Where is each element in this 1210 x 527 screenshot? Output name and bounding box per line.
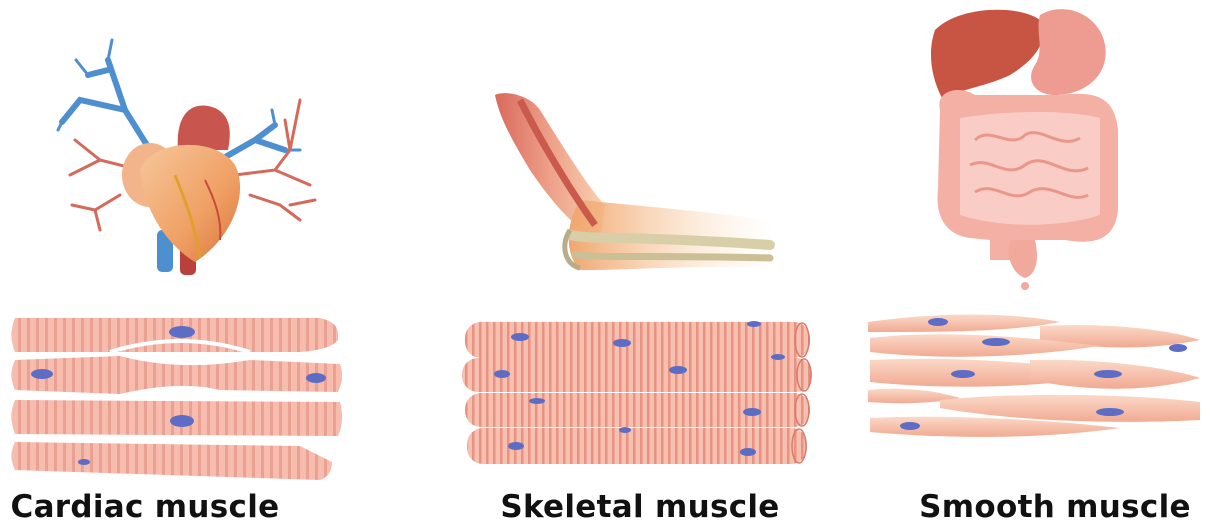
arm-icon	[495, 93, 775, 270]
digestive-organs-icon	[931, 9, 1118, 290]
skeletal-muscle-panel: Skeletal muscle	[430, 0, 830, 527]
cardiac-muscle-caption: Cardiac muscle	[0, 489, 310, 525]
skeletal-muscle-caption: Skeletal muscle	[490, 489, 790, 525]
smooth-muscle-caption: Smooth muscle	[890, 489, 1210, 525]
smooth-muscle-fibers	[868, 315, 1200, 437]
cardiac-illustration	[0, 0, 380, 527]
cardiac-muscle-fibers	[12, 318, 343, 480]
cardiac-muscle-panel: Cardiac muscle	[0, 0, 380, 527]
smooth-muscle-panel: Smooth muscle	[850, 0, 1210, 527]
skeletal-illustration	[430, 0, 830, 527]
skeletal-muscle-fibers	[462, 321, 812, 464]
smooth-illustration	[850, 0, 1210, 527]
heart-icon	[58, 40, 315, 275]
